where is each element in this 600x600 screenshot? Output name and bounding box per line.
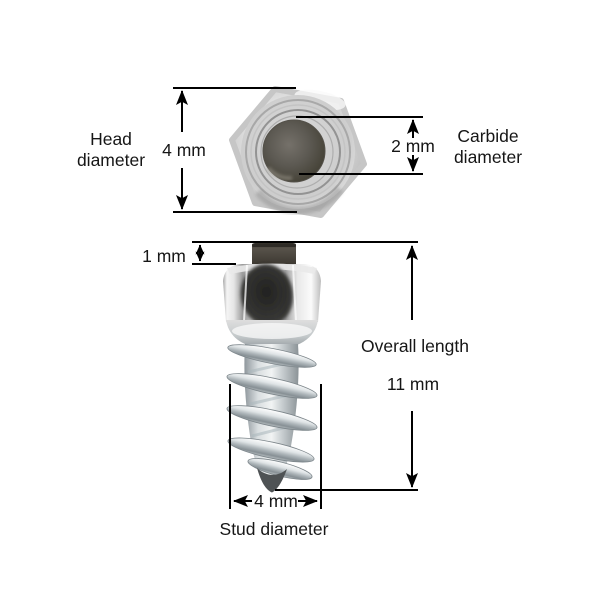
dimension-labels: Head diameter 4 mm 2 mm Carbide diameter…: [77, 126, 522, 539]
thread-flights: [226, 344, 318, 480]
screw-tip: [257, 468, 287, 493]
stud-diameter-label: Stud diameter: [220, 519, 329, 539]
overall-length-label: Overall length: [361, 336, 469, 356]
carbide-diameter-label-line2: diameter: [454, 147, 522, 167]
head-diameter-label-line1: Head: [90, 129, 132, 149]
stud-side-view-photo: [223, 243, 321, 493]
stud-top-view-photo: [229, 86, 367, 218]
carbide-pin: [252, 243, 296, 265]
head-diameter-value: 4 mm: [162, 140, 206, 160]
carbide-diameter-label-line1: Carbide: [457, 126, 518, 146]
carbide-diameter-value: 2 mm: [391, 136, 435, 156]
overall-length-value: 11 mm: [387, 374, 439, 394]
dimension-lines: [173, 87, 423, 509]
carbide-insert-circle: [262, 119, 326, 183]
pin-protrusion-value: 1 mm: [142, 246, 186, 266]
stud-diameter-value: 4 mm: [254, 491, 298, 511]
head-diameter-label-line2: diameter: [77, 150, 145, 170]
head-reflection: [240, 264, 294, 326]
